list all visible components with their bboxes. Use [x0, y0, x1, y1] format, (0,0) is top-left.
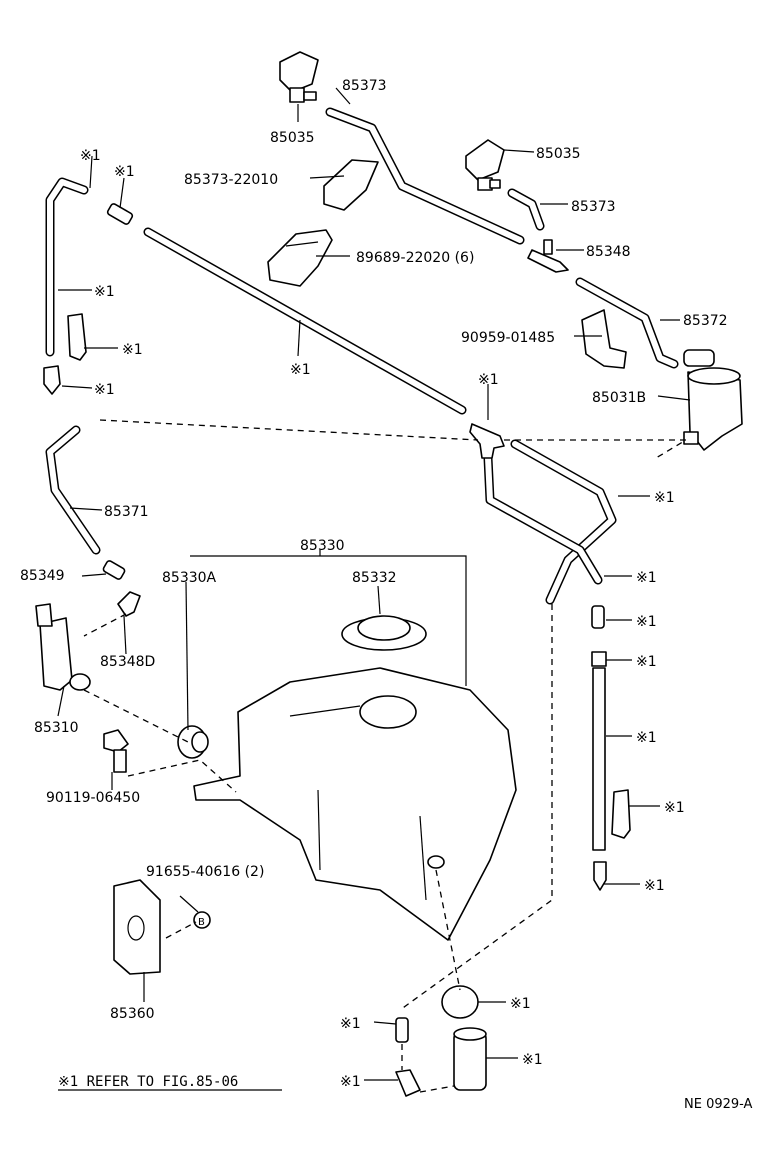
- footnote: ※1 REFER TO FIG.85-06: [58, 1074, 282, 1091]
- label-91655-40616: 91655-40616 (2): [146, 864, 264, 880]
- ref-mark: ※1: [510, 996, 531, 1012]
- leader-lines: [57, 87, 691, 1081]
- ref-mark: ※1: [636, 614, 657, 630]
- ref-mark: ※1: [290, 362, 311, 378]
- label-85031B: 85031B: [592, 390, 646, 406]
- ref-mark: ※1: [636, 570, 657, 586]
- pump-85031B[interactable]: [683, 349, 743, 451]
- cap-85332[interactable]: [341, 615, 427, 651]
- elbow-85348D[interactable]: [117, 591, 141, 617]
- elbow-bottom[interactable]: [395, 1069, 421, 1097]
- hose-85372[interactable]: [575, 277, 679, 369]
- label-85310: 85310: [34, 720, 79, 736]
- connector-85348[interactable]: [527, 239, 569, 273]
- ref-mark: ※1: [522, 1052, 543, 1068]
- washer-tank-85330[interactable]: [193, 667, 517, 941]
- connector-bottom[interactable]: [395, 1017, 409, 1043]
- label-85330: 85330: [300, 538, 345, 554]
- nozzle-85035-top[interactable]: [279, 51, 319, 103]
- dashed-guides: [83, 419, 689, 1093]
- hose-left-vertical[interactable]: [45, 177, 89, 357]
- label-90959-01485: 90959-01485: [461, 330, 555, 346]
- bolt-90119-06450[interactable]: [103, 729, 129, 773]
- ref-mark: ※1: [114, 164, 135, 180]
- motor-bottom[interactable]: [453, 1027, 487, 1091]
- ref-mark: ※1: [636, 730, 657, 746]
- ref-mark: ※1: [644, 878, 665, 894]
- ref-mark: ※1: [664, 800, 685, 816]
- clamp-89689-22020[interactable]: [267, 229, 333, 287]
- label-85035-top: 85035: [270, 130, 315, 146]
- label-85348D: 85348D: [100, 654, 155, 670]
- label-85373-top: 85373: [342, 78, 387, 94]
- label-85371: 85371: [104, 504, 149, 520]
- ref-mark: ※1: [80, 148, 101, 164]
- ref-mark: ※1: [654, 490, 675, 506]
- grommet-bottom[interactable]: [441, 985, 479, 1019]
- hose-center-left[interactable]: [483, 453, 603, 585]
- label-85360: 85360: [110, 1006, 155, 1022]
- label-85373-22010: 85373-22010: [184, 172, 278, 188]
- nozzle-85035-right[interactable]: [465, 139, 505, 191]
- label-85035-right: 85035: [536, 146, 581, 162]
- t-joint-center[interactable]: [469, 423, 505, 459]
- connector-left-top[interactable]: [106, 203, 134, 225]
- connector-85349[interactable]: [102, 560, 126, 580]
- label-85349: 85349: [20, 568, 65, 584]
- connector-right-1[interactable]: [591, 605, 605, 629]
- circle-b-marker: B: [193, 911, 211, 929]
- hose-85373-top[interactable]: [325, 107, 525, 245]
- label-85348: 85348: [586, 244, 631, 260]
- label-89689-22020: 89689-22020 (6): [356, 250, 474, 266]
- ref-mark: ※1: [340, 1074, 361, 1090]
- motor-85310[interactable]: [35, 603, 91, 691]
- ref-mark: ※1: [94, 382, 115, 398]
- bracket-90959-01485[interactable]: [581, 309, 627, 369]
- label-85373-right: 85373: [571, 199, 616, 215]
- hose-85373-right[interactable]: [507, 188, 545, 231]
- label-90119-06450: 90119-06450: [46, 790, 140, 806]
- circle-b-label: B: [198, 917, 205, 928]
- clip-right[interactable]: [611, 789, 631, 839]
- rod-right[interactable]: [591, 651, 607, 851]
- hose-protector-85373-22010[interactable]: [323, 159, 379, 211]
- footnote-text: ※1 REFER TO FIG.85-06: [58, 1074, 238, 1090]
- ref-mark: ※1: [94, 284, 115, 300]
- bracket-85360[interactable]: [113, 879, 161, 975]
- figure-code: NE 0929-A: [684, 1097, 753, 1112]
- label-85332: 85332: [352, 570, 397, 586]
- ref-mark: ※1: [636, 654, 657, 670]
- label-85330A: 85330A: [162, 570, 217, 586]
- ref-mark: ※1: [122, 342, 143, 358]
- hose-85371[interactable]: [45, 425, 101, 555]
- label-85372: 85372: [683, 313, 728, 329]
- y-joint-bottom-right[interactable]: [593, 861, 607, 891]
- clip-left[interactable]: [67, 313, 87, 361]
- grommet-85330A[interactable]: [177, 725, 209, 759]
- ref-mark: ※1: [340, 1016, 361, 1032]
- hose-center-right[interactable]: [510, 439, 617, 605]
- y-joint-left[interactable]: [43, 365, 61, 395]
- ref-mark: ※1: [478, 372, 499, 388]
- long-hose[interactable]: [143, 227, 467, 415]
